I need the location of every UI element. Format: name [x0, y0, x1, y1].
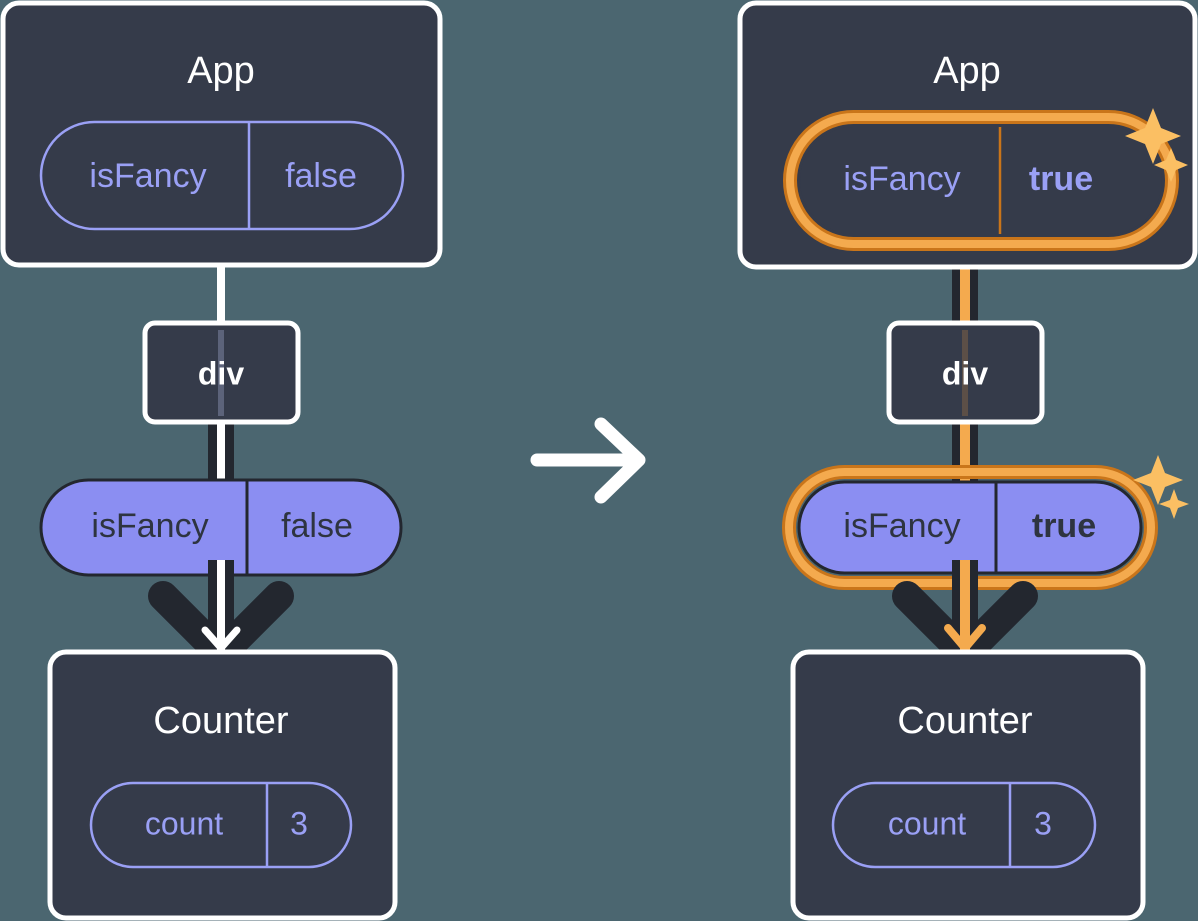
- flow-arrow-shaft-core-right: [960, 560, 970, 650]
- connector-div-to-props-right: [952, 420, 978, 490]
- sparkle-icon-small-props-right: [1159, 489, 1189, 519]
- counter-state-pill-value-right: 3: [1034, 805, 1052, 841]
- div-box-label-left: div: [198, 355, 244, 391]
- flow-arrow-head-right: [944, 624, 986, 652]
- app-state-pill-highlight-inner-right: [786, 113, 1176, 248]
- div-box-label-right: div: [942, 355, 988, 391]
- app-state-pill-key-left: isFancy: [89, 157, 206, 195]
- flow-arrow-shaft-core-left: [217, 560, 225, 650]
- flow-arrow-head-left: [201, 626, 241, 652]
- app-box-title-left: App: [187, 50, 255, 92]
- props-pill-value-right: true: [1032, 507, 1096, 545]
- div-box-inner-line-right: [962, 330, 968, 416]
- connector-app-to-div-left: [217, 258, 225, 323]
- div-box-right: div: [886, 320, 1045, 425]
- counter-state-pill-value-left: 3: [290, 805, 308, 841]
- app-box-left: App isFancy false: [0, 0, 443, 268]
- counter-box-rect-left: [47, 649, 398, 921]
- counter-state-pill-left[interactable]: count 3: [89, 781, 353, 869]
- props-pill-key-right: isFancy: [843, 507, 960, 545]
- sparkle-icon-large-props-right: [1133, 455, 1183, 505]
- props-pill-left[interactable]: isFancy false: [39, 478, 403, 577]
- transition-arrow-right-icon: [530, 417, 646, 504]
- app-state-pill-left[interactable]: isFancy false: [39, 120, 405, 231]
- counter-box-title-right: Counter: [897, 700, 1033, 742]
- props-pill-key-left: isFancy: [91, 507, 208, 545]
- flow-arrow-right: [892, 560, 1038, 669]
- transition-arrow-head: [594, 417, 646, 504]
- counter-state-pill-shape-left: [89, 781, 353, 869]
- counter-box-left: Counter count 3: [47, 649, 398, 921]
- connector-div-to-props-core-right: [960, 420, 970, 490]
- counter-state-pill-key-left: count: [145, 805, 223, 841]
- div-box-left: div: [142, 320, 301, 425]
- app-state-pill-shape-left: [39, 120, 405, 231]
- app-state-pill-value-left: false: [285, 157, 357, 195]
- counter-state-pill-key-right: count: [888, 805, 966, 841]
- app-box-title-right: App: [933, 50, 1001, 92]
- counter-state-pill-shape-right: [831, 781, 1097, 869]
- connector-app-to-div-core-right: [960, 219, 970, 325]
- app-state-pill-key-right: isFancy: [843, 160, 960, 198]
- app-box-right: App isFancy true: [737, 0, 1198, 270]
- div-box-inner-line-left: [218, 330, 224, 416]
- connector-div-to-props-left: [208, 420, 234, 490]
- counter-box-rect-right: [790, 649, 1146, 921]
- sparkle-icon-large-app-right: [1125, 108, 1181, 164]
- app-state-pill-shape-right: [800, 127, 1162, 234]
- app-box-rect-left: [0, 0, 443, 268]
- sparkle-icon-props-right: [1133, 455, 1189, 519]
- counter-state-pill-right[interactable]: count 3: [831, 781, 1097, 869]
- counter-box-title-left: Counter: [153, 700, 289, 742]
- sparkle-icon-small-app-right: [1154, 148, 1188, 182]
- app-state-pill-right[interactable]: isFancy true: [783, 110, 1179, 251]
- props-pill-value-left: false: [281, 507, 353, 545]
- app-state-pill-value-right: true: [1029, 160, 1093, 198]
- sparkle-icon-app-right: [1125, 108, 1188, 182]
- counter-box-right: Counter count 3: [790, 649, 1146, 921]
